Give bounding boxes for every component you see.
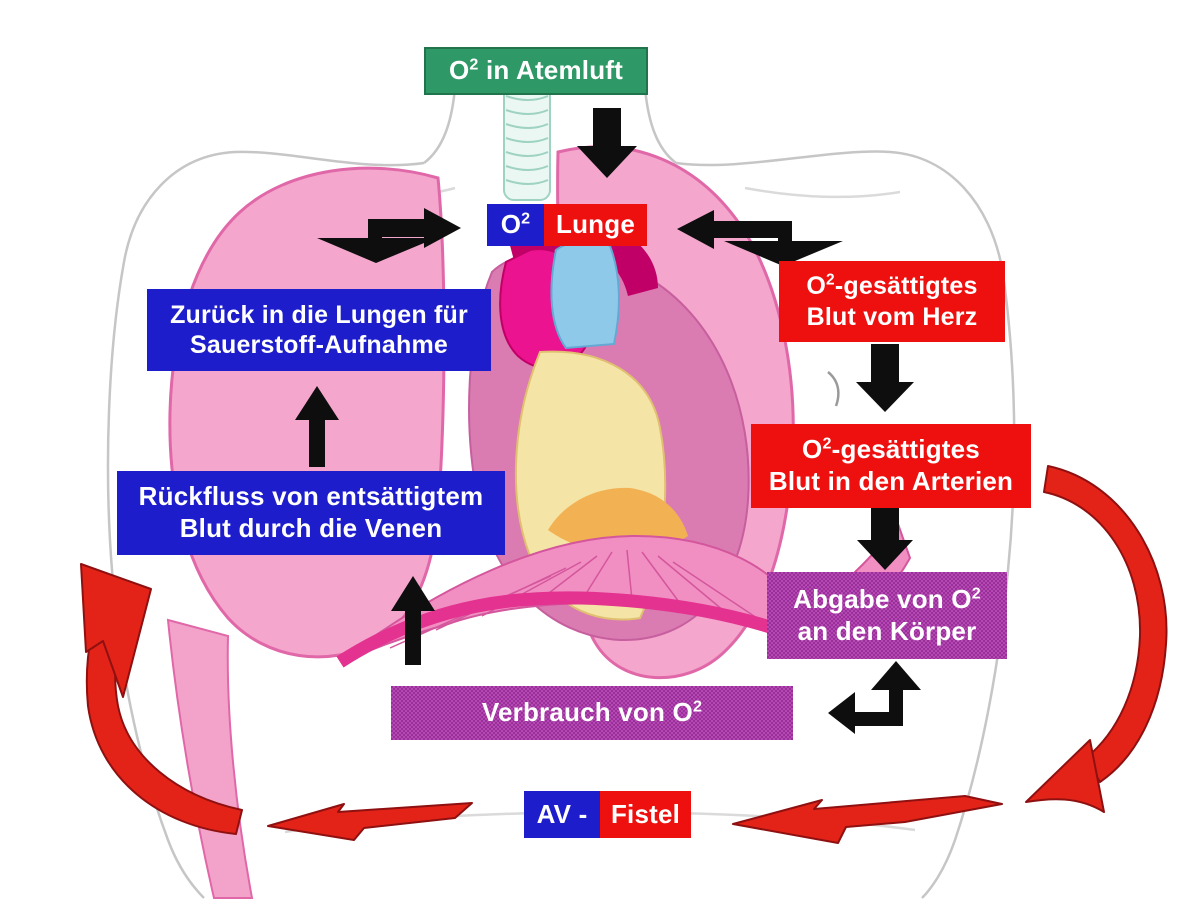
- koerper-up-arrowhead: [871, 661, 921, 690]
- red-arrow-to-left: [267, 802, 473, 841]
- rueckfluss-line1: Rückfluss von entsättigtem: [138, 481, 484, 512]
- lunge-o: O: [500, 209, 522, 240]
- air-sup: 2: [469, 55, 479, 74]
- inhale-arrow-right: [677, 210, 792, 249]
- rueckfluss-line2: Blut durch die Venen: [179, 513, 443, 543]
- label-o2-atemluft: O2 in Atemluft: [424, 47, 648, 95]
- neck-outline-right: [643, 87, 677, 164]
- neck-outline-left: [423, 87, 457, 164]
- red-arrow-to-fistel: [732, 795, 1003, 844]
- red-curved-arrow-right-shaft: [1043, 465, 1168, 783]
- abgabe-line2: an den Körper: [797, 615, 977, 646]
- herz-down-arrow: [856, 344, 914, 412]
- label-o2-lunge: O2 Lunge: [487, 204, 647, 246]
- herz-line1: -gesättigtes: [834, 272, 978, 300]
- red-arrows: [80, 465, 1168, 844]
- arterien-sup: 2: [822, 434, 832, 453]
- zurueck-line2: Sauerstoff-Aufnahme: [190, 331, 448, 359]
- red-curved-arrow-right-head: [1025, 739, 1105, 813]
- arterien-down-arrow: [857, 508, 913, 570]
- lunge-sup: 2: [521, 209, 531, 228]
- abgabe-sup: 2: [971, 584, 981, 603]
- label-verbrauch: Verbrauch von O2: [391, 686, 793, 740]
- trachea: [503, 85, 551, 201]
- black-arrows: [295, 108, 921, 734]
- diaphragm-up-arrow: [391, 576, 435, 665]
- clavicle-line-right: [744, 186, 901, 199]
- koerper-bent-arrow: [828, 688, 903, 734]
- rib-hook-right: [827, 371, 840, 407]
- air-o: O: [448, 55, 470, 86]
- verbrauch-sup: 2: [692, 697, 703, 716]
- label-abgabe-koerper: Abgabe von O2 an den Körper: [767, 572, 1007, 659]
- av-text: AV -: [536, 798, 588, 829]
- zurueck-line1: Zurück in die Lungen für: [170, 300, 468, 329]
- arterien-o: O: [802, 434, 823, 465]
- torso-outline-left: [106, 150, 425, 899]
- herz-o: O: [806, 272, 827, 300]
- label-rueckfluss-venen: Rückfluss von entsättigtem Blut durch di…: [117, 471, 505, 555]
- label-zurueck-lungen: Zurück in die Lungen für Sauerstoff-Aufn…: [147, 289, 491, 371]
- herz-line2: Blut vom Herz: [806, 302, 978, 331]
- label-blut-vom-herz: O2-gesättigtes Blut vom Herz: [779, 261, 1005, 342]
- flank-pink-left: [166, 618, 254, 899]
- abgabe-line1: Abgabe von O: [793, 583, 972, 614]
- torso-outline-right: [675, 150, 1016, 899]
- exhale-arrow-left: [317, 238, 436, 263]
- venen-up-arrow: [295, 386, 339, 467]
- av-cell: AV -: [524, 791, 600, 838]
- fistel-text: Fistel: [610, 798, 681, 829]
- air-text: in Atemluft: [478, 55, 624, 86]
- vena-cava: [550, 240, 620, 350]
- red-curved-arrow-left-head: [80, 563, 152, 698]
- label-blut-in-arterien: O2-gesättigtes Blut in den Arterien: [751, 424, 1031, 508]
- label-av-fistel: AV - Fistel: [524, 791, 691, 838]
- herz-sup: 2: [826, 271, 835, 289]
- inhale-arrow-left: [368, 208, 461, 248]
- air-down-arrow: [577, 108, 637, 178]
- trachea-tube: [503, 85, 551, 201]
- lunge-text: Lunge: [556, 209, 635, 240]
- lunge-name-cell: Lunge: [544, 204, 647, 246]
- lunge-o2-cell: O2: [487, 204, 544, 246]
- exhale-arrow-right: [724, 241, 843, 266]
- arterien-line2: Blut in den Arterien: [768, 466, 1014, 496]
- verbrauch-text: Verbrauch von O: [481, 697, 693, 728]
- trachea-rings: [505, 95, 549, 185]
- arterien-line1: -gesättigtes: [831, 434, 980, 465]
- fistel-cell: Fistel: [600, 791, 691, 838]
